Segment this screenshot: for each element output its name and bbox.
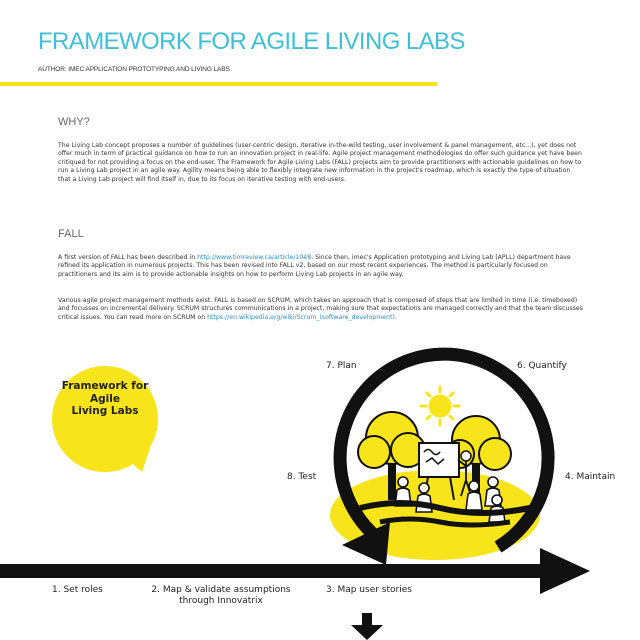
fall-cycle-diagram [0, 347, 590, 640]
fall-paragraph-2: Various agile project management methods… [58, 297, 584, 322]
step-3-map-user-stories: 3. Map user stories [326, 585, 412, 595]
timreview-link[interactable]: http://www.timreview.ca/article/1048 [197, 254, 312, 261]
badge-line-2: Agile [90, 392, 120, 405]
step-2-map-validate: 2. Map & validate assumptions through In… [146, 585, 296, 607]
ground-shadow [359, 500, 531, 516]
arrow-down-icon [351, 625, 383, 640]
yellow-divider [0, 82, 437, 86]
step-4-maintain: 4. Maintain [565, 472, 616, 482]
scrum-wikipedia-link[interactable]: https://en.wikipedia.org/wiki/Scrum_(sof… [207, 313, 395, 321]
author-line: AUTHOR: IMEC APPLICATION PROTOTYPING AND… [38, 66, 230, 73]
fall-heading: FALL [58, 228, 84, 240]
step-6-quantify: 6. Quantify [517, 361, 567, 371]
fall-badge-label: Framework for Agile Living Labs [52, 380, 158, 418]
fall-badge [52, 366, 158, 472]
page-title: FRAMEWORK FOR AGILE LIVING LABS [38, 28, 465, 55]
step-2-line-1: 2. Map & validate assumptions [151, 585, 291, 595]
fall-p2-text-b: . [394, 313, 397, 321]
fall-p1-text-a: A first version of FALL has been describ… [58, 254, 198, 261]
fall-p2-text-a: Various agile project management methods… [58, 297, 583, 321]
arrow-right-icon [540, 548, 590, 594]
step-7-plan: 7. Plan [326, 361, 357, 371]
badge-line-3: Living Labs [71, 405, 139, 417]
fall-p1-text-b: . Since then, imec's Application prototy… [58, 254, 571, 278]
badge-line-1: Framework for [61, 380, 149, 392]
step-8-test: 8. Test [287, 472, 317, 482]
timeline-bar [0, 564, 540, 578]
tree-icon [357, 411, 426, 500]
why-heading: WHY? [58, 116, 90, 128]
fall-paragraph-1: A first version of FALL has been describ… [58, 254, 584, 279]
down-arrow-shaft [362, 613, 372, 633]
cycle-arrowhead [342, 522, 390, 565]
why-paragraph: The Living Lab concept proposes a number… [58, 142, 582, 183]
step-2-line-2: through Innovatrix [179, 596, 263, 606]
ground-shadow [379, 516, 511, 528]
step-1-set-roles: 1. Set roles [52, 585, 103, 595]
cycle-arrow-icon [333, 347, 555, 553]
sun-icon [419, 385, 461, 427]
